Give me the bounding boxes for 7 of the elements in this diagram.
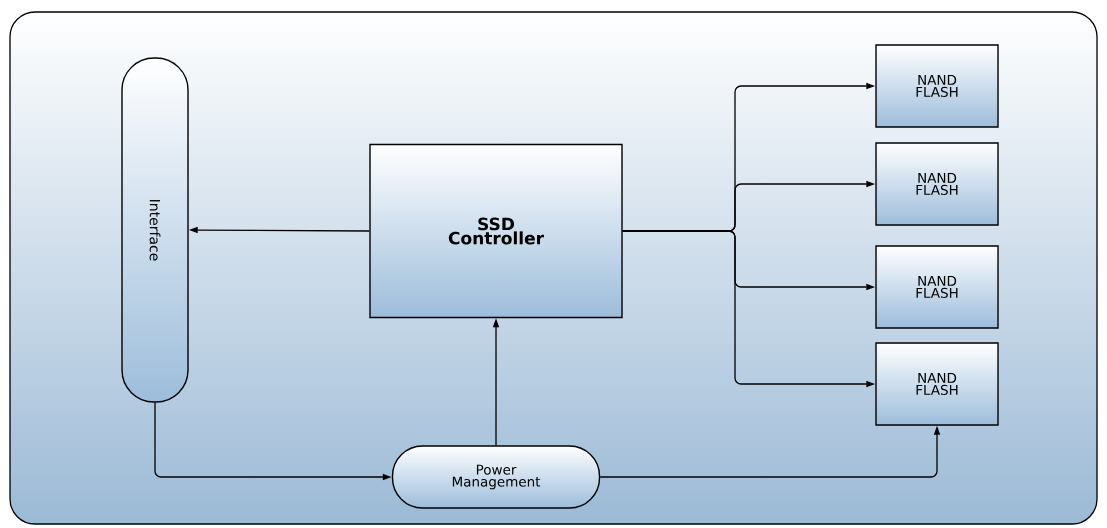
power-pill: Power Management (391, 445, 601, 509)
controller-box: SSD Controller (369, 143, 623, 319)
flash-box: NAND FLASH (875, 245, 999, 329)
flash-box: NAND FLASH (875, 142, 999, 226)
interface-pill: Interface (121, 57, 189, 403)
flash-box: NAND FLASH (875, 342, 999, 426)
flash-box: NAND FLASH (875, 44, 999, 128)
